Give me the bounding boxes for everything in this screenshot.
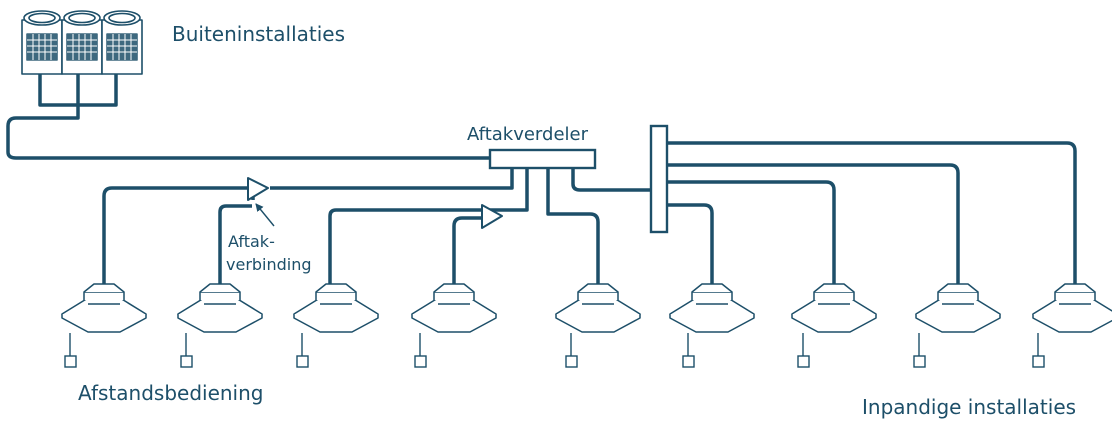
horizontal-header xyxy=(488,148,597,170)
remote-controller-icon xyxy=(1032,333,1045,368)
ceiling-cassette-icon xyxy=(177,283,263,333)
ceiling-cassette-icon xyxy=(555,283,641,333)
indoor-units xyxy=(61,283,1112,333)
remote-controller-icon xyxy=(414,333,427,368)
indoor-units-label: Inpandige installaties xyxy=(862,395,1076,419)
outdoor-unit-icon xyxy=(21,10,63,75)
joint-pointer-arrow xyxy=(255,203,275,227)
remote-controller-icon xyxy=(64,333,77,368)
joint-label-line2: verbinding xyxy=(226,255,312,274)
remote-controller-icon xyxy=(797,333,810,368)
remote-label: Afstandsbediening xyxy=(78,381,263,405)
ceiling-cassette-icon xyxy=(791,283,877,333)
outdoor-units-label: Buiteninstallaties xyxy=(172,22,345,46)
ceiling-cassette-icon xyxy=(1032,283,1112,333)
branch-headers xyxy=(488,124,669,234)
ceiling-cassette-icon xyxy=(915,283,1001,333)
joint-label-line1: Aftak- xyxy=(228,232,275,251)
header-label: Aftakverdeler xyxy=(467,124,589,145)
remote-controller-icon xyxy=(180,333,193,368)
outdoor-unit-icon xyxy=(61,10,103,75)
outdoor-unit-icon xyxy=(101,10,143,75)
branch-joint-icon xyxy=(481,204,503,229)
branch-joints xyxy=(247,177,503,229)
remote-controllers xyxy=(64,333,1045,368)
ceiling-cassette-icon xyxy=(61,283,147,333)
ceiling-cassette-icon xyxy=(411,283,497,333)
outdoor-units xyxy=(21,10,143,75)
remote-controller-icon xyxy=(565,333,578,368)
remote-controller-icon xyxy=(682,333,695,368)
ceiling-cassette-icon xyxy=(293,283,379,333)
ceiling-cassette-icon xyxy=(669,283,755,333)
vertical-header xyxy=(649,124,669,234)
refrigerant-piping xyxy=(6,74,1077,290)
branch-joint-icon xyxy=(247,177,269,201)
remote-controller-icon xyxy=(296,333,309,368)
remote-controller-icon xyxy=(913,333,926,368)
